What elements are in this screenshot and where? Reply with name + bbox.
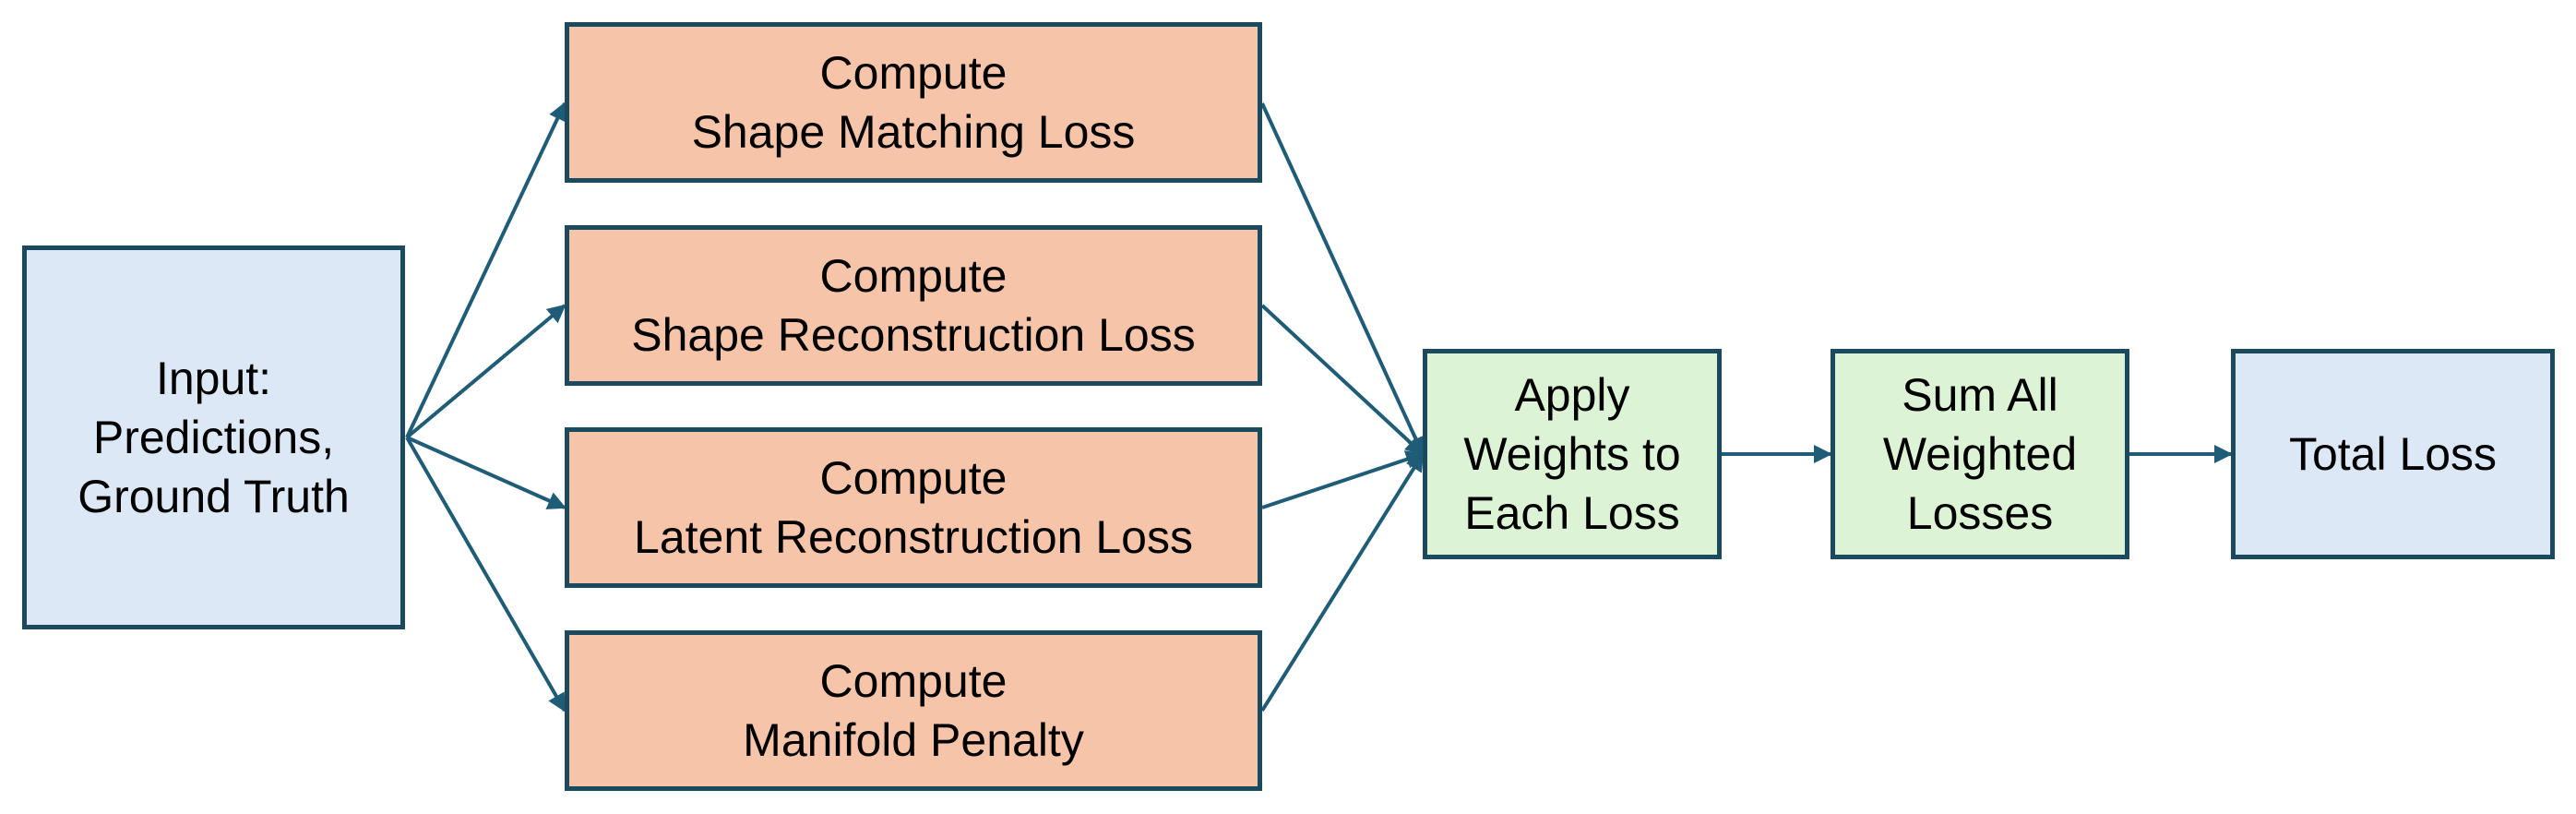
shape-reconstruction-loss-node: Compute Shape Reconstruction Loss (565, 225, 1262, 386)
apply-weights-node: Apply Weights to Each Loss (1423, 349, 1722, 559)
input-node: Input: Predictions, Ground Truth (22, 245, 405, 629)
latent-reconstruction-line-1: Compute (819, 452, 1008, 504)
arrow-input-to-shape-reconstruction (405, 304, 566, 439)
shape-matching-line-1: Compute (819, 47, 1008, 99)
manifold-penalty-node: Compute Manifold Penalty (565, 630, 1262, 791)
arrow-latent-reconstruction-to-apply-weights (1261, 450, 1425, 509)
shape-reconstruction-line-1: Compute (819, 250, 1008, 302)
arrow-input-to-shape-matching (405, 102, 566, 438)
input-node-line-1: Input: (155, 353, 272, 404)
arrow-manifold-penalty-to-apply-weights (1260, 452, 1425, 712)
input-node-line-3: Ground Truth (78, 471, 350, 522)
shape-matching-loss-node: Compute Shape Matching Loss (565, 22, 1262, 183)
arrow-input-to-manifold-penalty (405, 436, 566, 712)
sum-weighted-losses-node: Sum All Weighted Losses (1831, 349, 2129, 559)
latent-reconstruction-line-2: Latent Reconstruction Loss (634, 511, 1193, 563)
manifold-penalty-line-2: Manifold Penalty (743, 714, 1084, 766)
manifold-penalty-line-1: Compute (819, 655, 1008, 707)
arrow-shape-matching-to-apply-weights (1260, 102, 1425, 456)
apply-weights-line-1: Apply (1514, 369, 1630, 421)
shape-reconstruction-line-2: Shape Reconstruction Loss (631, 309, 1196, 361)
sum-weighted-line-1: Sum All (1902, 369, 2058, 421)
apply-weights-line-3: Each Loss (1464, 487, 1680, 539)
input-node-line-2: Predictions, (92, 412, 335, 463)
arrow-shape-reconstruction-to-apply-weights (1260, 304, 1425, 456)
latent-reconstruction-loss-node: Compute Latent Reconstruction Loss (565, 427, 1262, 588)
total-loss-node: Total Loss (2231, 349, 2555, 559)
arrow-input-to-latent-reconstruction (406, 436, 566, 509)
total-loss-line-1: Total Loss (2288, 428, 2498, 480)
sum-weighted-line-3: Losses (1906, 487, 2054, 539)
shape-matching-line-2: Shape Matching Loss (691, 106, 1136, 158)
apply-weights-line-2: Weights to (1463, 428, 1681, 480)
sum-weighted-line-2: Weighted (1882, 428, 2078, 480)
